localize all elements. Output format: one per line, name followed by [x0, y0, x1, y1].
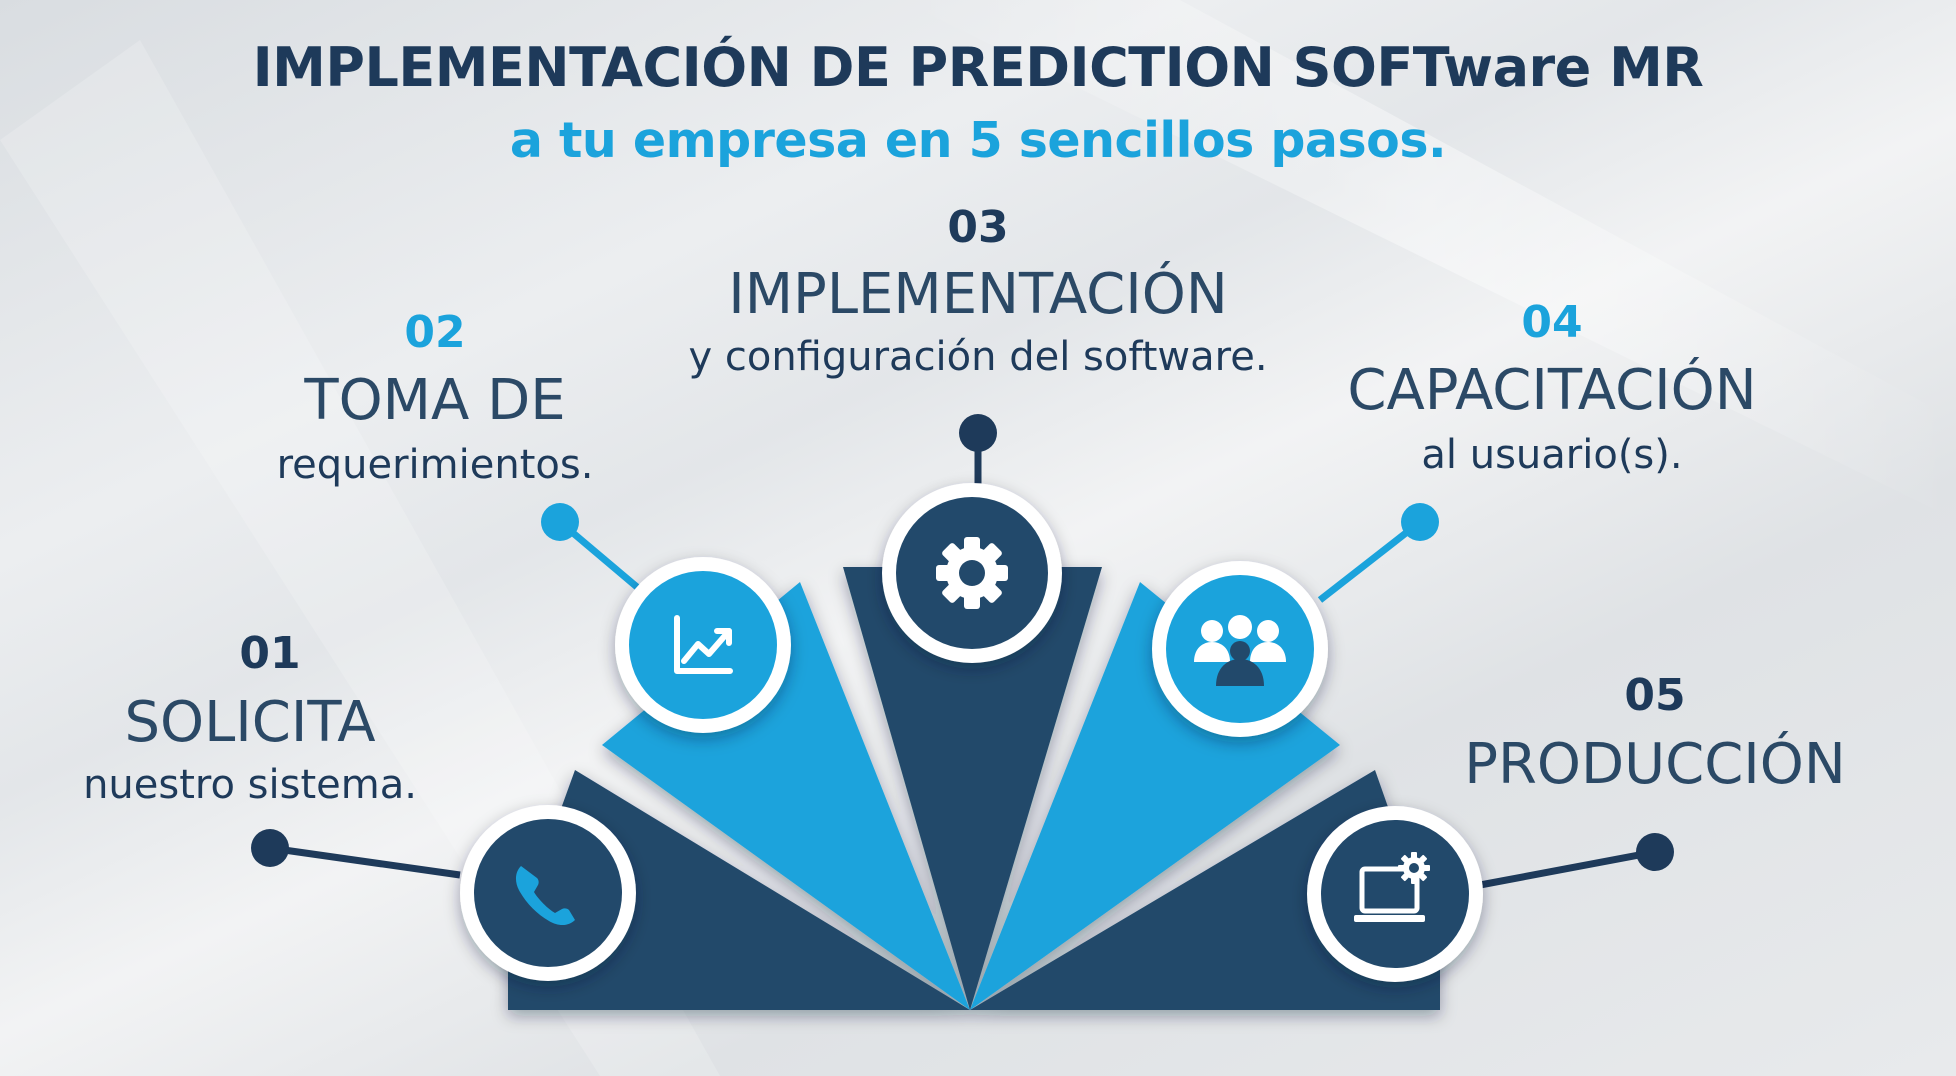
step-02-subtitle: requerimientos. [276, 442, 594, 488]
connector-dot-05 [1636, 833, 1674, 871]
step-03-node [882, 483, 1062, 663]
laptop-settings-icon [1354, 852, 1430, 922]
title-main: IMPLEMENTACIÓN DE PREDICTION SOFTware MR [252, 36, 1704, 99]
step-02-heading: TOMA DE [304, 368, 566, 433]
step-03-subtitle: y configuración del software. [688, 334, 1268, 380]
connector-dot-02 [541, 503, 579, 541]
step-01-node [460, 805, 636, 981]
step-04-subtitle: al usuario(s). [1421, 432, 1683, 478]
connector-dot-03 [959, 414, 997, 452]
connector-dot-04 [1401, 503, 1439, 541]
step-05-number: 05 [1624, 670, 1686, 721]
step-02-number: 02 [404, 307, 466, 358]
connector-line-01 [269, 844, 461, 879]
step-04-heading: CAPACITACIÓN [1347, 358, 1757, 423]
step-01-number: 01 [239, 628, 301, 679]
wedge-01 [508, 770, 970, 1010]
connector-dot-01 [251, 829, 289, 867]
step-04-node [1152, 561, 1328, 737]
step-04-number: 04 [1521, 297, 1583, 348]
wedge-05 [970, 770, 1440, 1010]
step-01-subtitle: nuestro sistema. [83, 762, 417, 808]
connector-line-05 [1479, 848, 1656, 889]
wedge-03 [843, 567, 1102, 1010]
step-03-number: 03 [947, 202, 1009, 253]
chart-growth-icon [674, 615, 733, 674]
step-03-heading: IMPLEMENTACIÓN [728, 262, 1228, 327]
users-group-icon [1194, 615, 1286, 686]
step-05-heading: PRODUCCIÓN [1464, 732, 1846, 797]
phone-icon [515, 866, 575, 926]
connector-line-02 [557, 519, 653, 601]
step-02-node [615, 557, 791, 733]
gear-icon [936, 537, 1008, 609]
title-subtitle: a tu empresa en 5 sencillos pasos. [509, 112, 1447, 169]
connector-line-04 [1317, 519, 1423, 603]
step-01-heading: SOLICITA [124, 690, 376, 755]
step-05-node [1307, 806, 1483, 982]
